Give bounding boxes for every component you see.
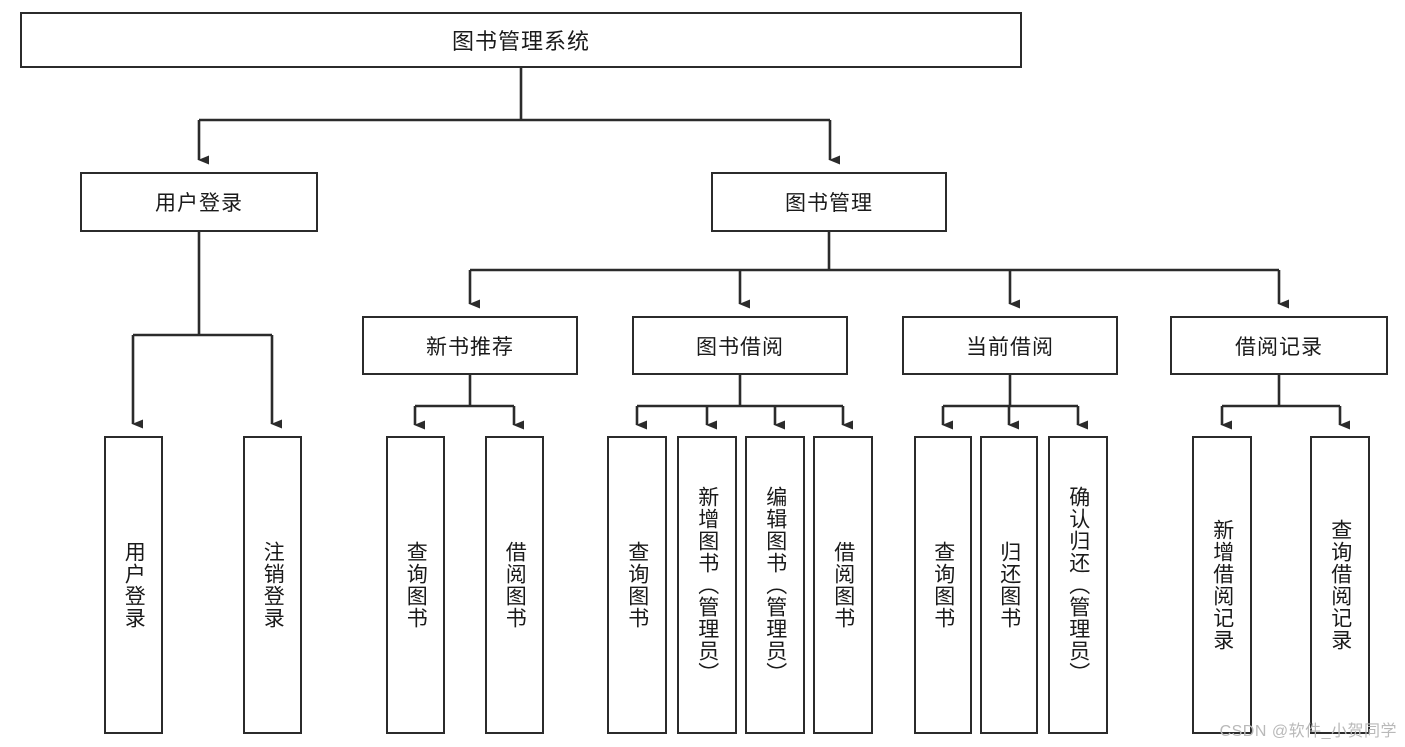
node-leaf-borrow-book-2[interactable]: 借阅图书 <box>813 436 873 734</box>
node-label: 借阅图书 <box>503 541 527 629</box>
node-leaf-query-book-3[interactable]: 查询图书 <box>914 436 972 734</box>
node-label: 用户登录 <box>122 541 146 629</box>
node-leaf-add-book-admin[interactable]: 新增图书（管理员） <box>677 436 737 734</box>
node-new-book-recommend[interactable]: 新书推荐 <box>362 316 578 375</box>
node-label: 新书推荐 <box>426 335 514 359</box>
node-label: 借阅图书 <box>831 541 855 629</box>
node-borrow-record[interactable]: 借阅记录 <box>1170 316 1388 375</box>
node-label: 图书管理 <box>785 192 873 215</box>
node-label: 查询图书 <box>625 541 649 629</box>
csdn-watermark: CSDN @软件_小贺同学 <box>1219 723 1397 740</box>
node-leaf-query-book-1[interactable]: 查询图书 <box>386 436 445 734</box>
node-label: 归还图书 <box>997 541 1021 629</box>
node-label: 用户登录 <box>155 192 243 215</box>
node-leaf-return-book[interactable]: 归还图书 <box>980 436 1038 734</box>
node-leaf-query-borrow-record[interactable]: 查询借阅记录 <box>1310 436 1370 734</box>
node-label: 查询图书 <box>931 541 955 629</box>
node-leaf-query-book-2[interactable]: 查询图书 <box>607 436 667 734</box>
node-label: 注销登录 <box>261 541 285 629</box>
node-leaf-logout[interactable]: 注销登录 <box>243 436 302 734</box>
node-leaf-add-borrow-record[interactable]: 新增借阅记录 <box>1192 436 1252 734</box>
node-book-management[interactable]: 图书管理 <box>711 172 947 232</box>
node-label: 编辑图书（管理员） <box>763 486 787 684</box>
node-label: 查询借阅记录 <box>1328 519 1352 651</box>
node-leaf-user-login[interactable]: 用户登录 <box>104 436 163 734</box>
node-user-login[interactable]: 用户登录 <box>80 172 318 232</box>
node-book-borrow[interactable]: 图书借阅 <box>632 316 848 375</box>
node-label: 查询图书 <box>404 541 428 629</box>
node-label: 图书借阅 <box>696 335 784 359</box>
node-current-borrow[interactable]: 当前借阅 <box>902 316 1118 375</box>
node-leaf-confirm-return-admin[interactable]: 确认归还（管理员） <box>1048 436 1108 734</box>
node-leaf-edit-book-admin[interactable]: 编辑图书（管理员） <box>745 436 805 734</box>
node-label: 图书管理系统 <box>451 29 590 54</box>
node-book-management-system[interactable]: 图书管理系统 <box>20 12 1022 68</box>
node-label: 确认归还（管理员） <box>1066 486 1090 684</box>
node-leaf-borrow-book-1[interactable]: 借阅图书 <box>485 436 544 734</box>
node-label: 新增借阅记录 <box>1210 519 1234 651</box>
node-label: 借阅记录 <box>1235 335 1323 359</box>
node-label: 当前借阅 <box>966 335 1054 359</box>
node-label: 新增图书（管理员） <box>695 486 719 684</box>
